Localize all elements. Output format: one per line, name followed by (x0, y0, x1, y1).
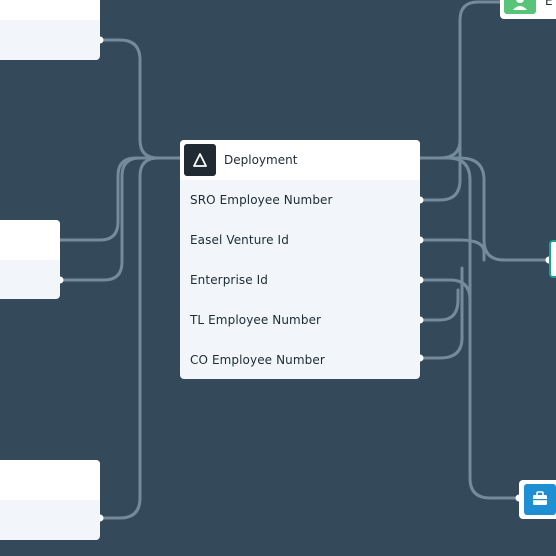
field-label: SRO Employee Number (190, 193, 333, 207)
left-node-bottom-header (0, 460, 100, 500)
link-enterprise-to-briefcase (418, 278, 521, 500)
left-node-middle-header (0, 220, 60, 260)
right-node-person-label: E (545, 0, 553, 8)
field-label: Enterprise Id (190, 273, 268, 287)
deployment-node[interactable]: Deployment SRO Employee Number Easel Ven… (180, 140, 420, 379)
left-node-top[interactable] (0, 0, 100, 60)
field-row-co-employee-number[interactable]: CO Employee Number (180, 340, 420, 379)
link-co-to-teal (418, 266, 464, 360)
link-deployment-to-briefcase (418, 156, 472, 302)
left-node-middle[interactable] (0, 220, 60, 299)
field-row-easel-venture-id[interactable]: Easel Venture Id (180, 220, 420, 260)
left-node-top-header (0, 0, 100, 20)
link-deployment-to-teal (418, 156, 551, 262)
link-left2b-to-deployment (58, 156, 182, 282)
person-icon (504, 0, 536, 14)
field-row-enterprise-id[interactable]: Enterprise Id (180, 260, 420, 300)
field-row-tl-employee-number[interactable]: TL Employee Number (180, 300, 420, 340)
field-label: CO Employee Number (190, 353, 325, 367)
link-left1-to-deployment (98, 38, 182, 160)
right-node-teal[interactable] (549, 240, 556, 278)
delta-icon (184, 144, 216, 176)
link-left2a-to-deployment (58, 156, 182, 242)
link-easel-to-teal (418, 238, 486, 262)
link-deployment-to-person (418, 18, 462, 160)
link-tl-to-enterprise (418, 288, 460, 322)
field-label: TL Employee Number (190, 313, 322, 327)
deployment-field-list: SRO Employee Number Easel Venture Id Ent… (180, 180, 420, 379)
left-node-bottom[interactable] (0, 460, 100, 540)
field-row-sro-employee-number[interactable]: SRO Employee Number (180, 180, 420, 220)
field-label: Easel Venture Id (190, 233, 289, 247)
briefcase-icon (524, 484, 556, 515)
link-left3-to-deployment (98, 156, 182, 520)
deployment-node-title: Deployment (224, 153, 298, 167)
deployment-node-header[interactable]: Deployment (180, 140, 420, 180)
